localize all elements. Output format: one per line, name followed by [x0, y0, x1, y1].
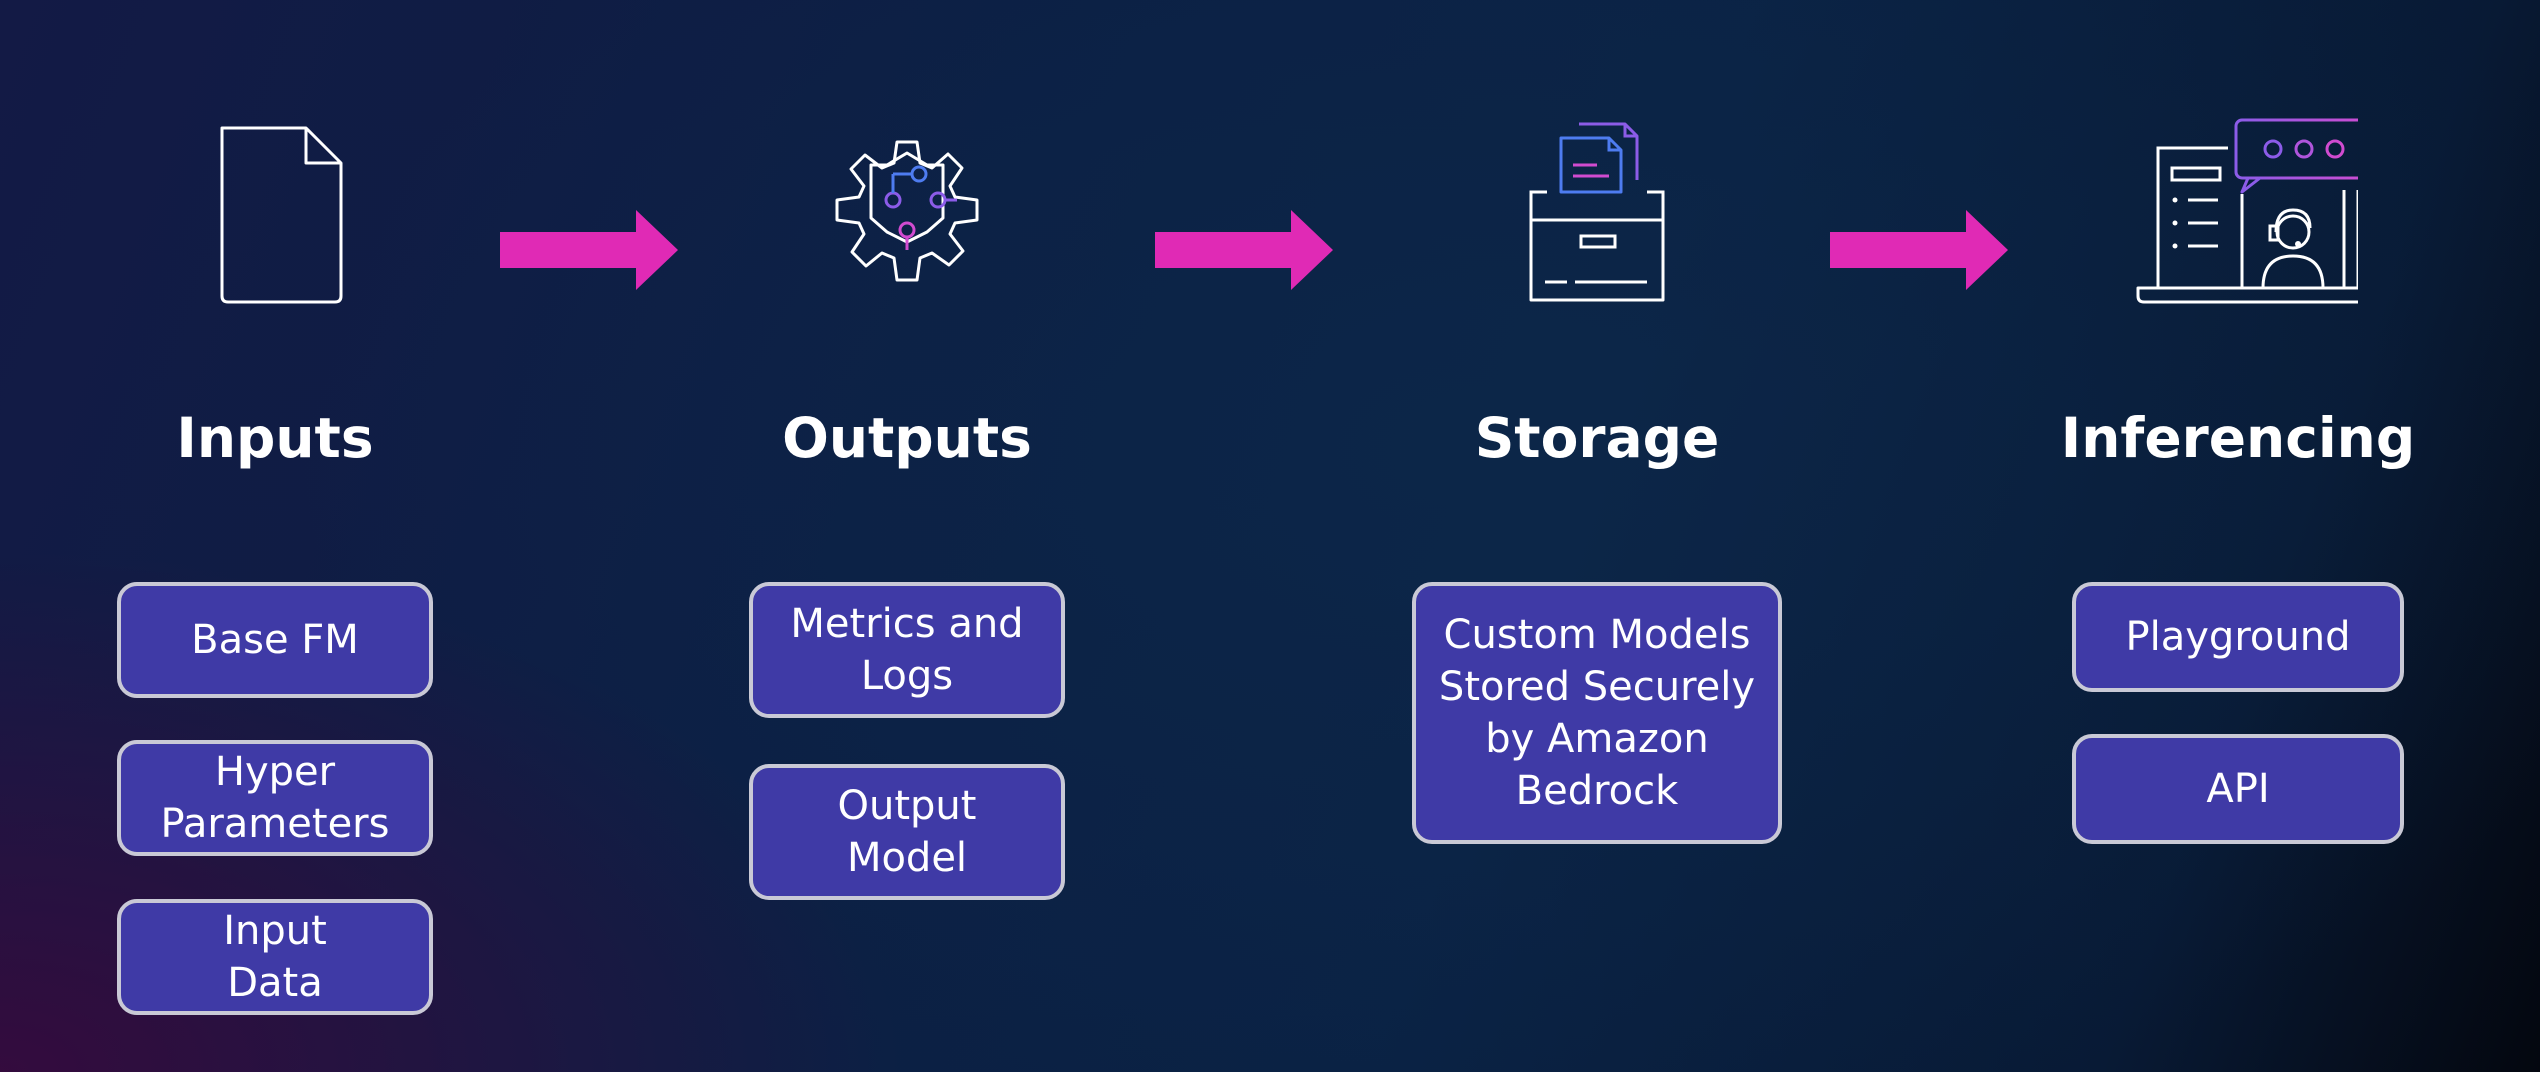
- chat-laptop-icon: [2136, 118, 2358, 304]
- box-base-fm: Base FM: [117, 582, 433, 698]
- box-input-data: Input Data: [117, 899, 433, 1015]
- document-icon: [220, 126, 343, 304]
- box-custom-models: Custom Models Stored Securely by Amazon …: [1412, 582, 1782, 844]
- column-title-inferencing: Inferencing: [2060, 406, 2416, 470]
- column-title-inputs: Inputs: [176, 406, 374, 470]
- archive-box-icon: [1529, 122, 1665, 302]
- column-title-outputs: Outputs: [782, 406, 1032, 470]
- box-playground: Playground: [2072, 582, 2404, 692]
- right-arrow: [1155, 210, 1333, 290]
- box-hyper-parameters: Hyper Parameters: [117, 740, 433, 856]
- column-inputs: Inputs Base FM Hyper Parameters Input Da…: [0, 0, 575, 1072]
- box-metrics-and-logs: Metrics and Logs: [749, 582, 1065, 718]
- right-arrow: [500, 210, 678, 290]
- box-api: API: [2072, 734, 2404, 844]
- right-arrow: [1830, 210, 2008, 290]
- column-outputs: Outputs Metrics and Logs Output Model: [607, 0, 1207, 1072]
- column-inferencing: Inferencing Playground API: [1938, 0, 2538, 1072]
- column-storage: Storage Custom Models Stored Securely by…: [1297, 0, 1897, 1072]
- box-output-model: Output Model: [749, 764, 1065, 900]
- gear-circuit-icon: [835, 140, 979, 282]
- column-title-storage: Storage: [1474, 406, 1720, 470]
